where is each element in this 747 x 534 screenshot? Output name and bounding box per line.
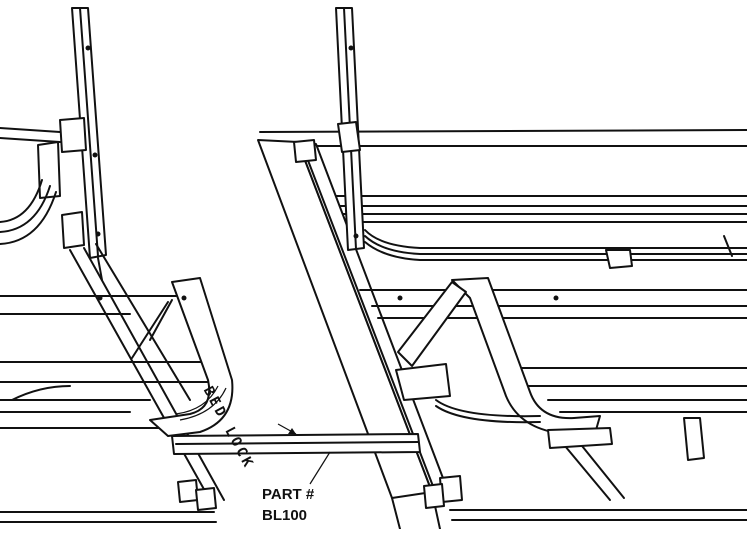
bottom-rails xyxy=(0,475,747,523)
left-vertical-post xyxy=(71,7,107,281)
right-lower-diagonal xyxy=(547,427,625,501)
right-vertical-post xyxy=(335,7,365,251)
left-diagonal-rail xyxy=(69,243,225,501)
right-hanging-brackets xyxy=(605,235,733,461)
part-number-code: BL100 xyxy=(262,507,308,524)
right-top-rail xyxy=(259,129,747,261)
left-top-rail xyxy=(0,127,61,143)
left-bracket xyxy=(0,117,87,249)
left-u-arm xyxy=(131,277,234,437)
part-crossbar xyxy=(171,433,421,485)
left-mid-rails xyxy=(0,295,217,429)
bed-lock-arrow xyxy=(277,423,297,435)
bed-lock-beam xyxy=(257,139,447,530)
part-number-prefix: PART # xyxy=(262,486,315,503)
right-u-arm xyxy=(395,277,601,435)
